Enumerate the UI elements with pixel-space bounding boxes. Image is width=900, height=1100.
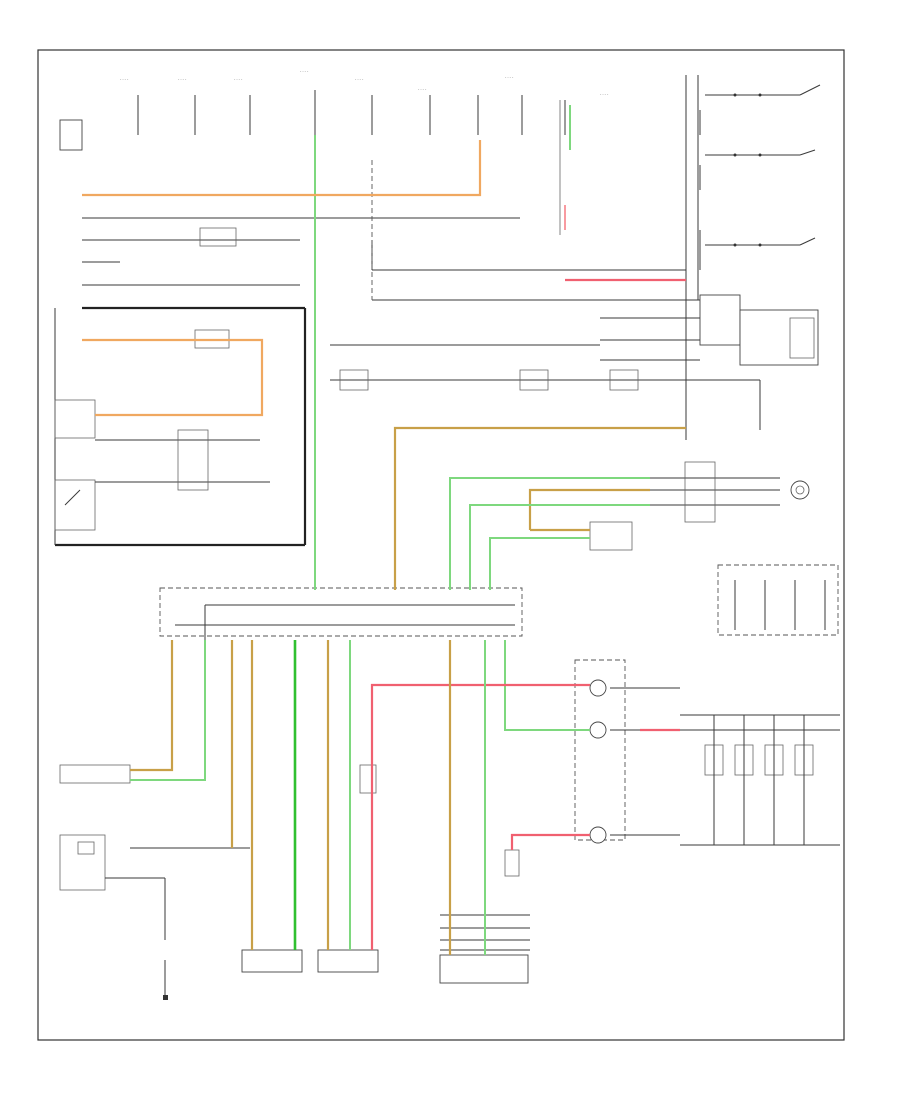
- fuse-1: - - - -: [120, 77, 139, 135]
- left-lower: [59, 764, 250, 1000]
- svg-text:- - - -: - - - -: [505, 75, 514, 79]
- svg-text:- - - -: - - - -: [355, 77, 364, 81]
- fuse-6: - - - -: [418, 87, 431, 135]
- orange-wire-top: [82, 140, 482, 197]
- right-lower-switches: [574, 564, 840, 846]
- bottom-connectors: [241, 764, 530, 984]
- fuse-8: - - - -: [564, 92, 609, 135]
- tan-wire-lamp: [528, 488, 650, 530]
- main-ecu: [159, 587, 523, 640]
- right-middle-lamps: [589, 461, 810, 551]
- svg-text:- - - -: - - - -: [120, 77, 129, 81]
- tan-wire-main: [393, 426, 686, 590]
- tan-wire-left-1: [130, 640, 174, 772]
- colored-wires: [82, 105, 686, 955]
- green-wire-right-4: [504, 640, 590, 731]
- svg-text:- - - -: - - - -: [234, 77, 243, 81]
- svg-text:- - - -: - - - -: [300, 69, 309, 73]
- svg-text:- - - -: - - - -: [178, 77, 187, 81]
- green-wire-left-1: [130, 640, 206, 781]
- center-relay-area: [330, 100, 761, 430]
- green-wire-right-3: [489, 537, 590, 590]
- orange-wire-loop: [82, 338, 264, 417]
- top-supply-row: - - - - - - - - - - - - - - - - - - - - …: [120, 69, 609, 135]
- green-wire-right-1: [449, 477, 650, 590]
- svg-text:- - - -: - - - -: [600, 92, 609, 96]
- svg-text:- - - -: - - - -: [418, 87, 427, 91]
- red-wire-main: [370, 683, 590, 950]
- right-switch-block: [600, 75, 821, 440]
- fuse-2: - - - -: [178, 77, 196, 135]
- diagram-frame: [37, 49, 845, 1041]
- fuse-3: - - - -: [234, 77, 251, 135]
- green-wire-right-2: [469, 504, 650, 590]
- fuse-4: - - - -: [300, 69, 316, 135]
- fuse-7: - - - -: [477, 75, 523, 135]
- red-wire-lower: [510, 833, 590, 850]
- fuse-5: - - - -: [355, 77, 373, 135]
